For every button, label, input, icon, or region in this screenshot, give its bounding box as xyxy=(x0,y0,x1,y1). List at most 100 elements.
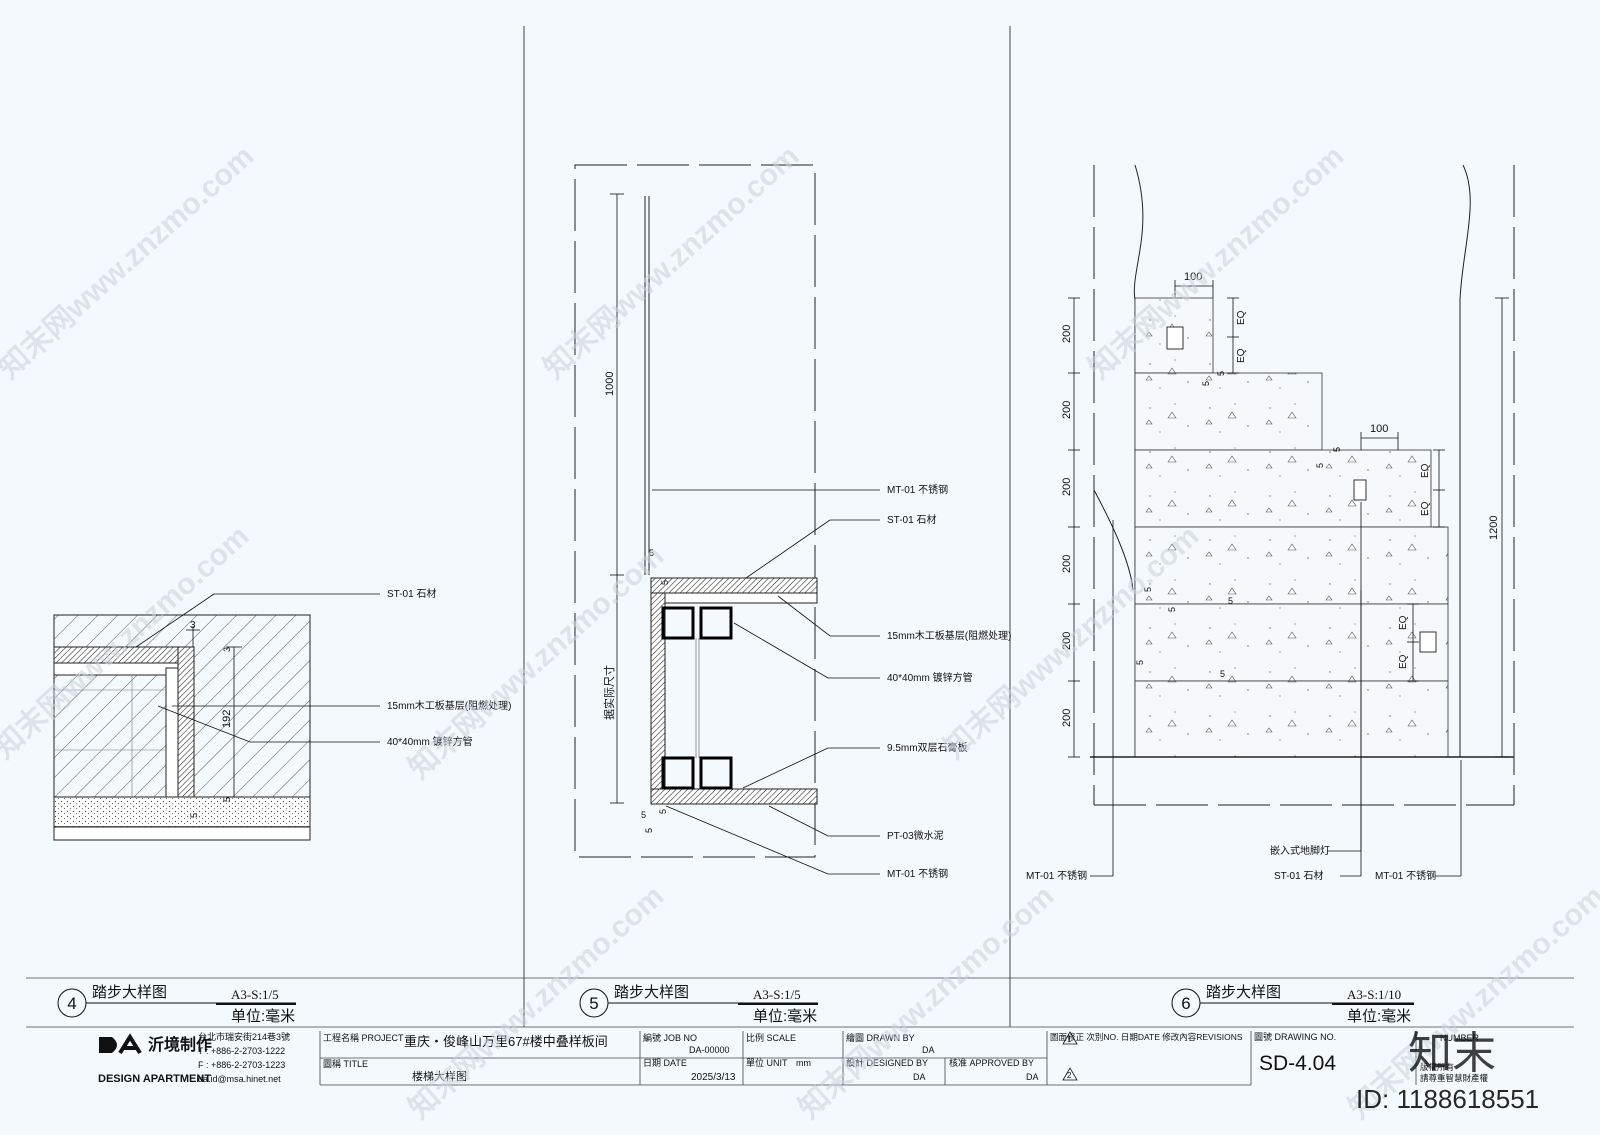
detail-6-dim-5: 5 xyxy=(1228,596,1233,606)
unit-label: 單位 UNIT xyxy=(746,1057,788,1068)
job-value: DA-00000 xyxy=(689,1045,730,1055)
detail-5-drawing xyxy=(574,164,880,875)
detail-5-label-stone: ST-01 石材 xyxy=(887,513,936,526)
company-tel: T : +886-2-2703-1222 xyxy=(198,1046,285,1056)
detail-6-dim-5: 5 xyxy=(1135,660,1145,665)
company-fax: F : +886-2-2703-1223 xyxy=(198,1060,285,1070)
detail-4-number: 4 xyxy=(67,994,76,1013)
company-address: 台北市瑞安街214巷3號 xyxy=(198,1031,290,1042)
detail-6-dim-5: 5 xyxy=(1332,447,1342,452)
detail-caption-6: 6 踏步大样图 A3-S:1/10 单位:毫米 xyxy=(1171,984,1414,1025)
detail-5-scale: A3-S:1/5 xyxy=(753,987,801,1002)
detail-5-title: 踏步大样图 xyxy=(614,984,689,1001)
job-label: 編號 JOB NO xyxy=(643,1032,697,1043)
drawing-no-label: 圖號 DRAWING NO. xyxy=(1254,1031,1336,1042)
number-label: NUMBER xyxy=(1440,1033,1480,1043)
detail-5-label-tube: 40*40mm 镀锌方管 xyxy=(887,671,973,684)
detail-6-dim-5: 5 xyxy=(1201,381,1211,386)
detail-6-dim-5: 5 xyxy=(1143,587,1153,592)
detail-6-label-light: 嵌入式地脚灯 xyxy=(1270,844,1330,857)
detail-6-riser-dim: 200 xyxy=(1061,709,1073,727)
revision-1-icon xyxy=(1062,1031,1078,1045)
sheet-frame xyxy=(26,26,1574,1028)
detail-5-number: 5 xyxy=(589,994,598,1013)
detail-5-label-cement: PT-03微水泥 xyxy=(887,829,944,842)
detail-4-dim: 3 xyxy=(190,620,196,631)
detail-4-dim: 5 xyxy=(222,797,232,802)
detail-6-dim-100: 100 xyxy=(1184,271,1202,283)
detail-4-dim: 5 xyxy=(189,813,199,818)
detail-4-scale: A3-S:1/5 xyxy=(231,987,279,1002)
company-name-cn: 沂境制作 xyxy=(148,1035,212,1054)
detail-6-dim-100: 100 xyxy=(1370,423,1388,435)
detail-4-label-stone: ST-01 石材 xyxy=(387,587,436,600)
designed-label: 設計 DESIGNED BY xyxy=(846,1057,928,1068)
revision-1: 1 xyxy=(1067,1035,1072,1044)
approved-label: 核准 APPROVED BY xyxy=(949,1057,1034,1068)
detail-5-label-steel-bottom: MT-01 不锈钢 xyxy=(887,867,948,880)
watermark-text: 知末网www.znzmo.com xyxy=(538,139,806,385)
detail-6-riser-dim: 200 xyxy=(1061,632,1073,650)
watermark-text: 知末网www.znzmo.com xyxy=(793,879,1061,1125)
detail-5-unit: 单位:毫米 xyxy=(753,1007,817,1025)
title-block xyxy=(99,1031,1417,1086)
detail-6-dim-eq: EQ xyxy=(1420,501,1431,516)
detail-6-riser-dim: 200 xyxy=(1061,325,1073,343)
title-label: 圖稱 TITLE xyxy=(323,1059,368,1069)
project-value: 重庆・俊峰山万里67#楼中叠样板间 xyxy=(404,1034,608,1049)
detail-5-dim: 5 xyxy=(649,548,654,558)
detail-6-dim-5: 5 xyxy=(1220,669,1225,679)
detail-5-label-board: 15mm木工板基层(阻燃处理) xyxy=(887,629,1011,642)
detail-5-dim: 5 xyxy=(658,809,668,814)
company-logo-icon xyxy=(99,1037,117,1053)
detail-5-label-gypsum: 9.5mm双层石膏板 xyxy=(887,741,968,754)
detail-6-dim-eq: EQ xyxy=(1236,310,1247,325)
approved-value: DA xyxy=(1026,1072,1039,1082)
detail-4-dim: 192 xyxy=(221,710,233,728)
company-name-en: DESIGN APARTMENT xyxy=(98,1073,211,1085)
detail-4-drawing xyxy=(53,593,380,841)
detail-6-riser-dim: 200 xyxy=(1061,401,1073,419)
company-email: da.id@msa.hinet.net xyxy=(198,1074,281,1084)
detail-6-riser-dim: 200 xyxy=(1061,478,1073,496)
detail-6-dim-1200: 1200 xyxy=(1488,516,1500,540)
detail-6-number: 6 xyxy=(1181,994,1190,1013)
detail-6-drawing xyxy=(1068,164,1515,877)
detail-4-unit: 单位:毫米 xyxy=(231,1007,295,1025)
revision-2-icon xyxy=(1062,1067,1078,1081)
detail-4-label-tube: 40*40mm 镀锌方管 xyxy=(387,735,473,748)
detail-6-title: 踏步大样图 xyxy=(1206,984,1281,1001)
watermark-text: 知末网www.znzmo.com xyxy=(1083,139,1351,385)
unit-value: mm xyxy=(796,1058,811,1068)
detail-caption-4: 4 踏步大样图 A3-S:1/5 单位:毫米 xyxy=(57,984,296,1025)
detail-5-dim: 5 xyxy=(660,580,670,585)
watermark-logo: 知末 xyxy=(1408,1029,1496,1078)
copyright-line-2: 請尊重智慧財產權 xyxy=(1420,1073,1489,1083)
detail-4-dim: 3 xyxy=(222,647,232,652)
detail-6-dim-eq: EQ xyxy=(1398,615,1409,630)
detail-6-dim-eq: EQ xyxy=(1420,463,1431,478)
watermark-id: ID: 1188618551 xyxy=(1356,1084,1539,1114)
detail-5-dim-actual: 据实际尺寸 xyxy=(602,665,616,720)
drawing-no-value: SD-4.04 xyxy=(1259,1052,1336,1075)
detail-6-dim-5: 5 xyxy=(1315,463,1325,468)
detail-6-dim-5: 5 xyxy=(1167,607,1177,612)
company-logo-icon xyxy=(118,1033,142,1055)
drawn-value: DA xyxy=(922,1045,935,1055)
date-value: 2025/3/13 xyxy=(691,1072,736,1083)
drawn-label: 繪圖 DRAWN BY xyxy=(846,1032,915,1043)
detail-5-dim: 5 xyxy=(641,810,646,820)
scale-label: 比例 SCALE xyxy=(746,1032,796,1043)
detail-6-label-steel-left: MT-01 不锈钢 xyxy=(1026,869,1087,882)
copyright-line-1: 版權所有 xyxy=(1420,1062,1454,1072)
detail-5-dim: 5 xyxy=(644,828,654,833)
date-label: 日期 DATE xyxy=(643,1058,687,1068)
detail-5-label-steel: MT-01 不锈钢 xyxy=(887,483,948,496)
detail-6-dim-5: 5 xyxy=(1216,371,1226,376)
detail-5-dim-1000: 1000 xyxy=(604,372,616,396)
designed-value: DA xyxy=(913,1072,926,1082)
revisions-label: 圖面修正 次別NO. 日期DATE 修改內容REVISIONS xyxy=(1050,1032,1243,1042)
revision-2: 2 xyxy=(1067,1071,1072,1080)
watermark-text: 知末网www.znzmo.com xyxy=(0,139,260,385)
